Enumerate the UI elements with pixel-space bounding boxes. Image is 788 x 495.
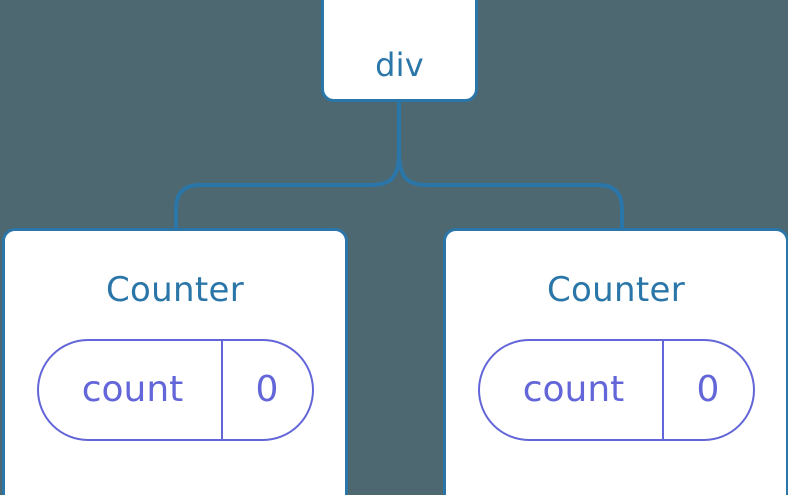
state-pill-counter-2[interactable]: count 0 [477,339,755,441]
state-key-counter-1: count [81,369,184,410]
node-root-label: div [375,46,424,84]
node-counter-1-label: Counter [106,270,244,310]
node-root-div[interactable]: div [321,0,478,102]
node-counter-1[interactable]: Counter count 0 [2,228,348,495]
state-key-counter-2: count [522,369,625,410]
state-value-counter-2: 0 [661,341,753,439]
state-value-counter-1: 0 [220,341,312,439]
node-counter-2[interactable]: Counter count 0 [443,228,788,495]
edge-root-to-counter-2 [397,149,624,230]
node-counter-2-label: Counter [547,270,685,310]
edge-root-to-counter-1 [174,149,401,230]
state-pill-counter-1[interactable]: count 0 [36,339,314,441]
